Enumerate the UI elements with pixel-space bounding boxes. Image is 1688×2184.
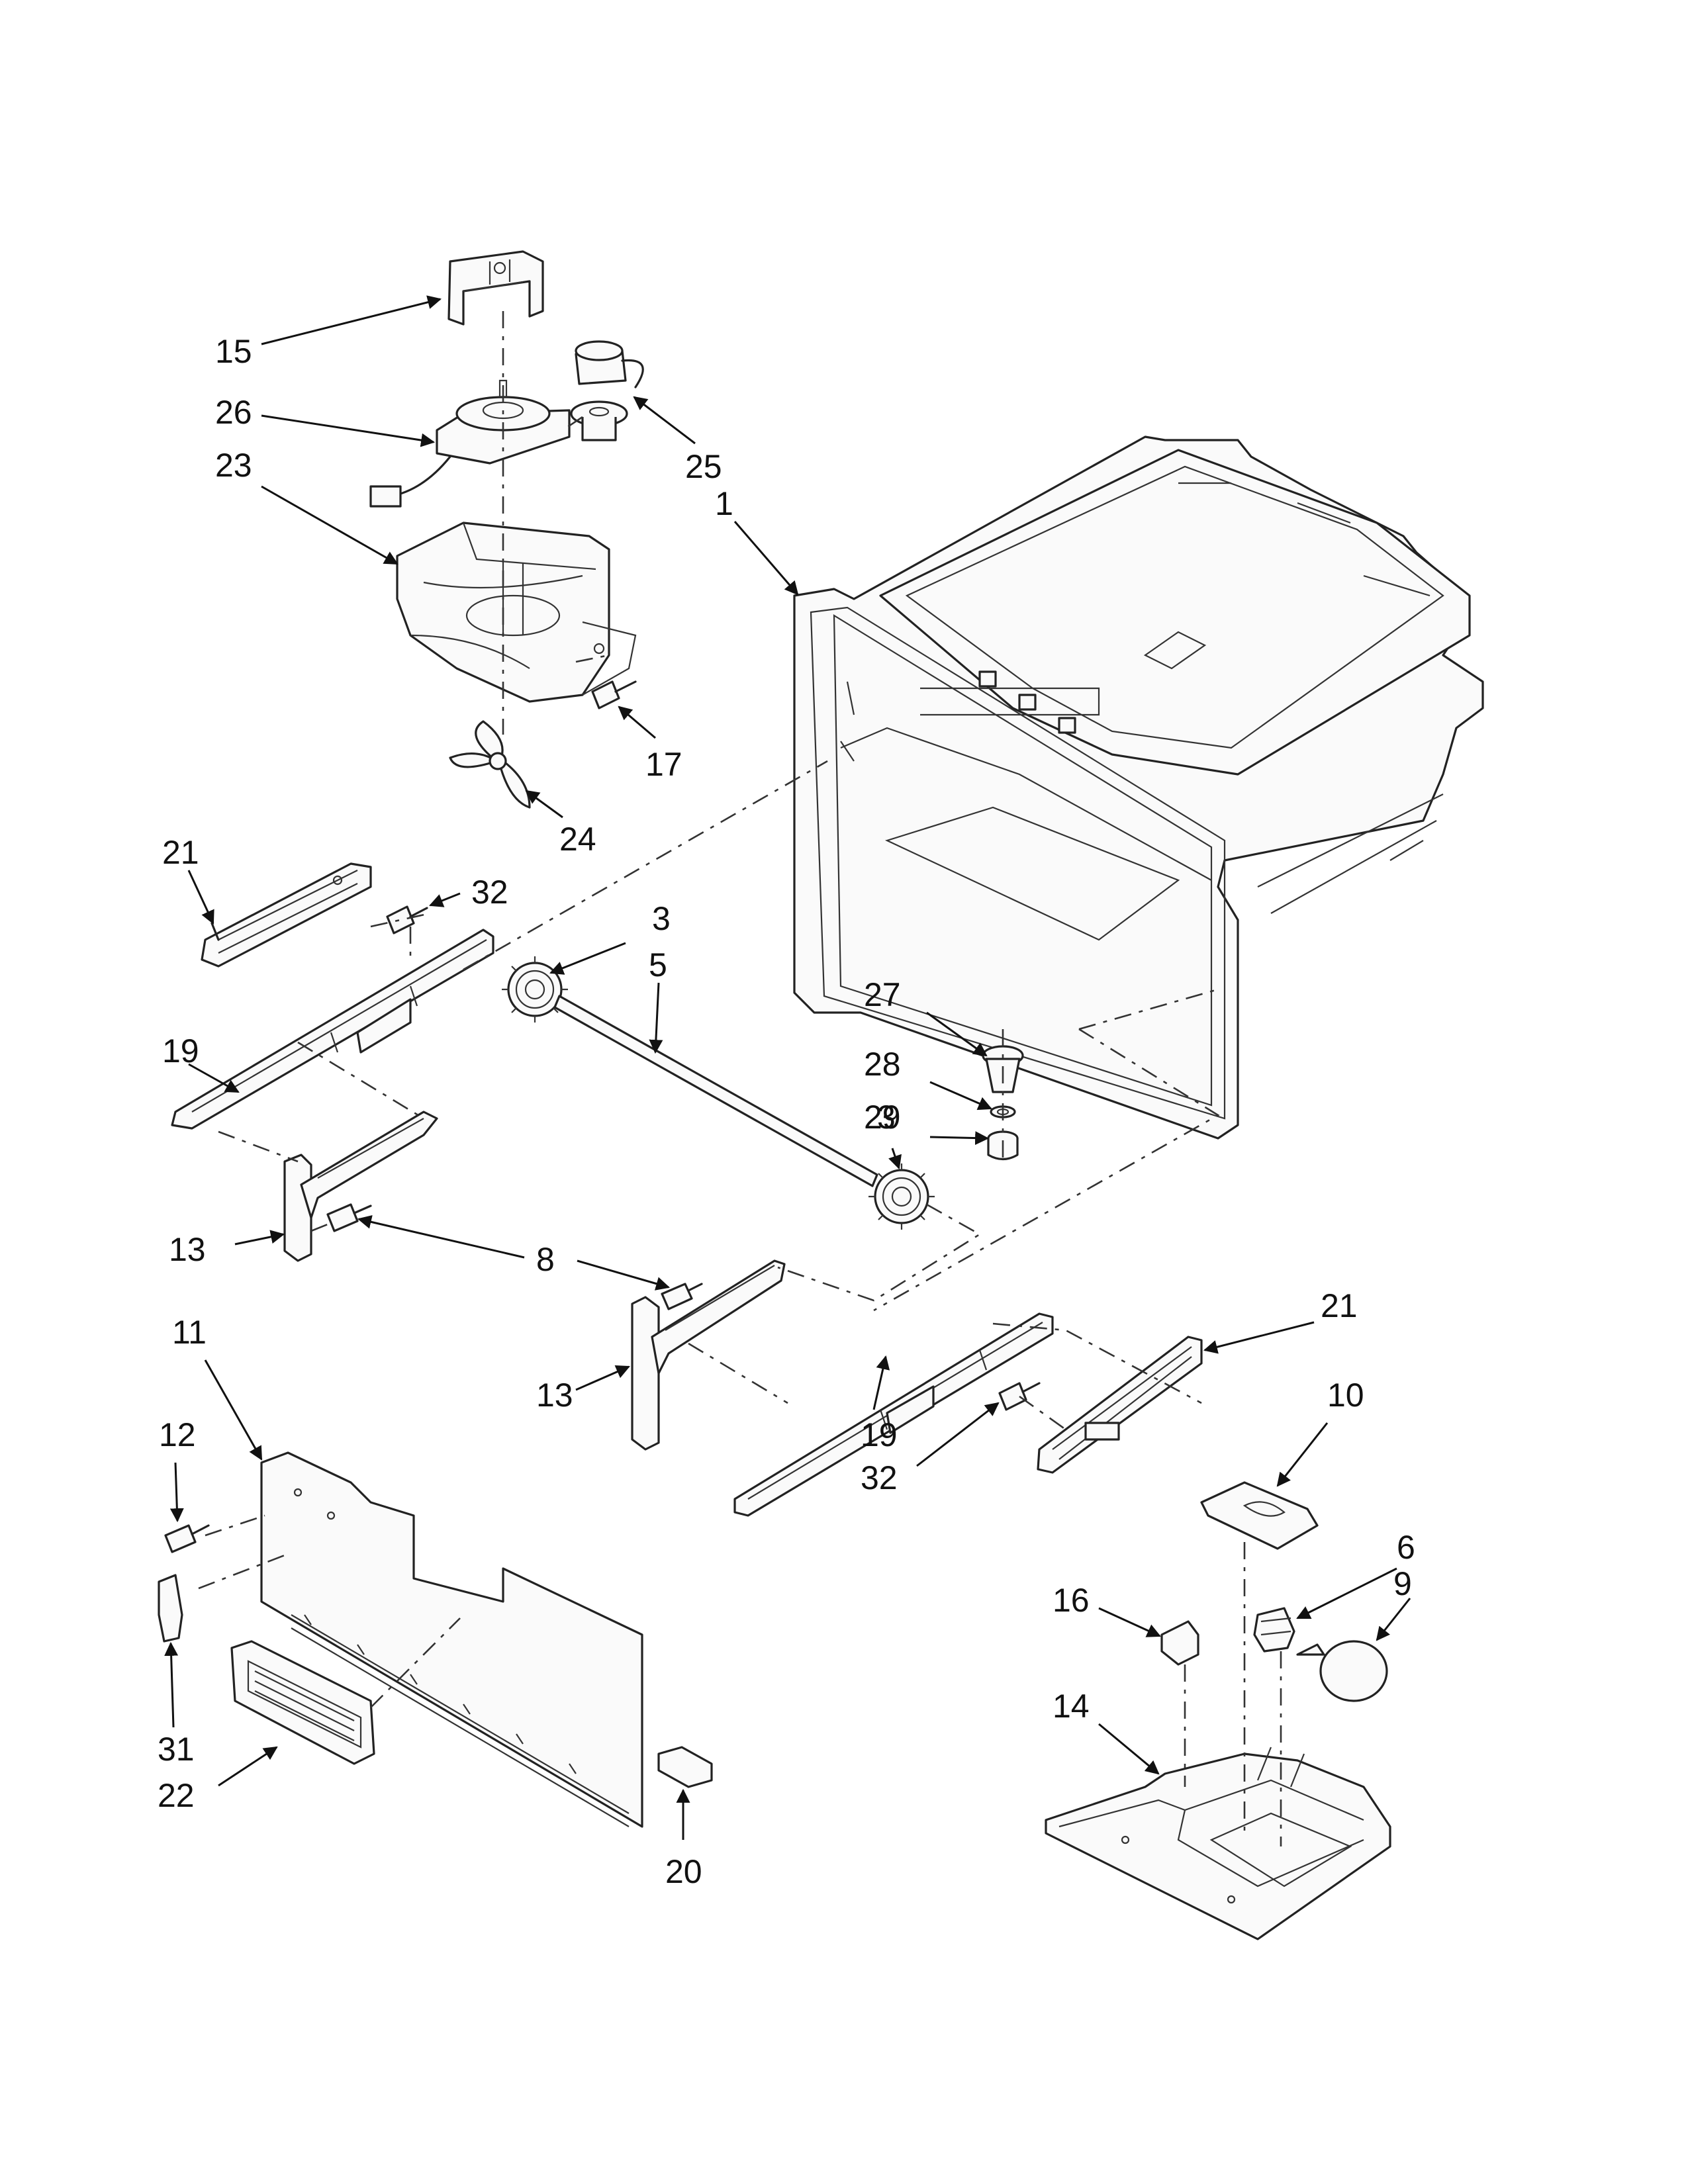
part-22-grille: [230, 1640, 375, 1765]
assembly-lines: [198, 311, 1282, 1846]
part-23-fan-housing: [396, 522, 637, 703]
callout-23: 23: [215, 447, 252, 484]
callout-24: 24: [559, 821, 596, 858]
part-3-gear-bottom: [868, 1163, 935, 1230]
leader-lines: [164, 295, 1411, 1840]
part-21-rail-right: [1037, 1336, 1203, 1474]
callout-32-left: 32: [471, 874, 508, 911]
callout-19-left: 19: [162, 1032, 199, 1069]
part-14-light-housing: [1045, 1747, 1391, 1940]
callout-32-right: 32: [861, 1459, 898, 1496]
part-31-clip: [158, 1574, 183, 1643]
callout-21-right: 21: [1321, 1287, 1358, 1324]
part-3-gear-top: [502, 956, 568, 1023]
callout-14: 14: [1053, 1688, 1090, 1725]
part-13-bracket-center: [631, 1259, 786, 1451]
part-5-shaft: [553, 995, 878, 1187]
callout-10: 10: [1327, 1377, 1364, 1414]
callout-3-top: 3: [652, 900, 671, 937]
callout-16: 16: [1053, 1582, 1090, 1619]
callout-21-left: 21: [162, 834, 199, 871]
callout-3-bottom: 3: [877, 1099, 896, 1136]
part-26-fan-motor: [369, 379, 571, 508]
callout-15: 15: [215, 333, 252, 370]
part-17-screw: [591, 680, 637, 709]
callout-19-right: 19: [861, 1416, 898, 1453]
callout-27: 27: [864, 976, 901, 1013]
callout-29: 29: [864, 1099, 901, 1136]
callout-28: 28: [864, 1046, 901, 1083]
part-12-screw: [164, 1524, 210, 1553]
callout-13-center: 13: [536, 1377, 573, 1414]
part-25-damper: [570, 340, 644, 441]
callout-12: 12: [159, 1416, 196, 1453]
callout-9: 9: [1393, 1565, 1412, 1602]
callout-26: 26: [215, 394, 252, 431]
part-19-slide-right: [733, 1312, 1054, 1517]
part-32-screw-right: [998, 1382, 1041, 1411]
callout-6: 6: [1397, 1529, 1415, 1566]
callout-1: 1: [715, 485, 733, 522]
callout-13-left: 13: [169, 1231, 206, 1268]
part-9-bulb: [1296, 1640, 1388, 1702]
part-19-slide-left: [171, 929, 494, 1130]
part-24-fan-blade: [449, 720, 531, 809]
part-1-freezer-liner: [793, 435, 1484, 1140]
part-8-screws: [326, 1203, 703, 1310]
callout-31: 31: [158, 1731, 195, 1768]
callout-11: 11: [172, 1314, 207, 1351]
callout-8: 8: [536, 1241, 555, 1278]
part-20-strip: [657, 1746, 713, 1788]
part-6-socket: [1253, 1607, 1295, 1653]
part-13-bracket-left: [283, 1111, 438, 1262]
callout-20: 20: [665, 1853, 702, 1890]
callout-5: 5: [649, 946, 667, 983]
callout-labels: 15 26 23 25 1 17 24 21 32 3 5 19 27 28 2…: [158, 333, 1415, 1890]
part-11-panel: [260, 1451, 643, 1828]
callout-22: 22: [158, 1777, 195, 1814]
callout-25: 25: [685, 448, 722, 485]
part-16-switch: [1160, 1620, 1199, 1666]
part-15-bracket: [447, 250, 544, 326]
part-21-rail-left: [201, 862, 372, 968]
part-32-screw-left: [386, 905, 428, 934]
callout-17: 17: [645, 746, 682, 783]
part-10-light-cover: [1200, 1481, 1319, 1550]
